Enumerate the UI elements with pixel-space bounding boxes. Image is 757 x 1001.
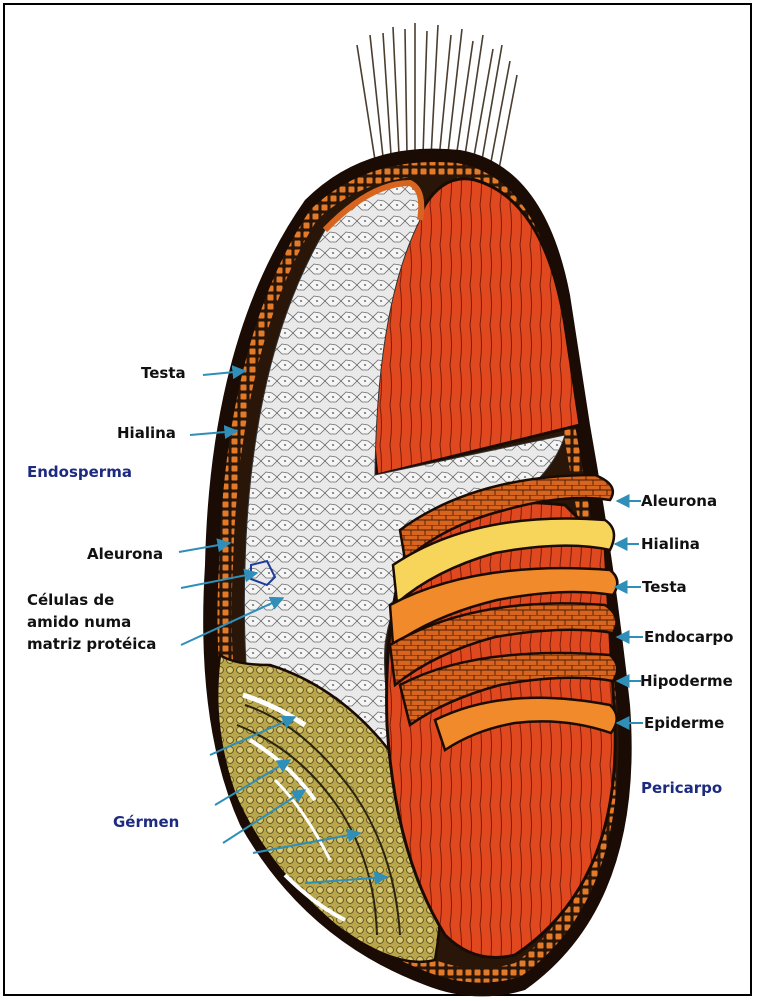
label-germen: Gérmen (113, 811, 179, 833)
label-hialina-left: Hialina (117, 422, 176, 444)
label-testa-left: Testa (141, 362, 186, 384)
label-endocarpo: Endocarpo (644, 626, 733, 648)
label-testa-right: Testa (642, 576, 687, 598)
label-epiderme: Epiderme (644, 712, 724, 734)
label-endosperma: Endosperma (27, 461, 132, 483)
label-hipoderme: Hipoderme (640, 670, 733, 692)
label-hialina-right: Hialina (641, 533, 700, 555)
label-pericarpo: Pericarpo (641, 777, 722, 799)
label-aleurona-left: Aleurona (87, 543, 163, 565)
label-celulas-line3: matriz protéica (27, 633, 156, 655)
label-celulas-line2: amido numa (27, 611, 131, 633)
label-aleurona-right: Aleurona (641, 490, 717, 512)
figure-frame: Testa Hialina Endosperma Aleurona Célula… (3, 3, 752, 996)
label-celulas-line1: Células de (27, 589, 114, 611)
